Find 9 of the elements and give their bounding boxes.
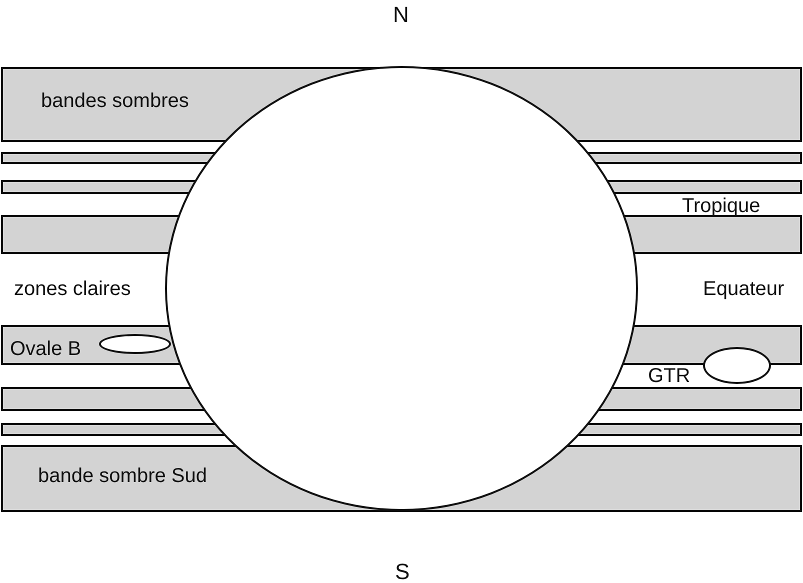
- zone-label: zones claires: [14, 279, 131, 299]
- spot-label: GTR: [648, 366, 690, 386]
- band-label: Ovale B: [10, 339, 82, 359]
- band-label: bande sombre Sud: [38, 466, 208, 486]
- zone-label: Tropique: [682, 196, 760, 216]
- zone-label: Equateur: [703, 279, 784, 299]
- compass-label: N: [393, 4, 409, 26]
- band-label: bandes sombres: [41, 91, 189, 111]
- compass-label: S: [395, 561, 410, 583]
